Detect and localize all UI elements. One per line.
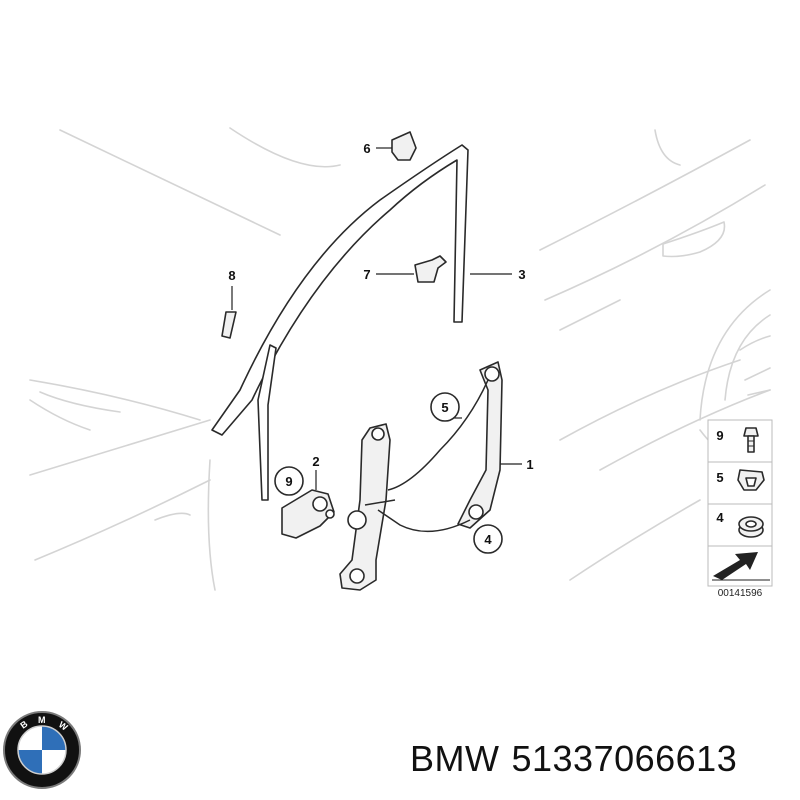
bmw-logo: B M W bbox=[3, 711, 81, 789]
legend-label-5: 5 bbox=[716, 470, 723, 485]
wedge-part-8 bbox=[221, 311, 237, 339]
callout-4: 4 bbox=[484, 532, 492, 547]
bracket-part-7 bbox=[414, 255, 447, 283]
svg-text:M: M bbox=[38, 715, 46, 725]
brand-name: BMW bbox=[410, 738, 500, 779]
callout-labels: 6 7 3 8 1 2 5 4 9 bbox=[228, 141, 534, 554]
window-motor bbox=[281, 489, 335, 539]
part-caption: BMW 51337066613 bbox=[410, 738, 749, 780]
legend-label-9: 9 bbox=[716, 428, 723, 443]
push-rivet-icon bbox=[743, 427, 759, 453]
callout-circle-9 bbox=[274, 466, 304, 496]
callout-5: 5 bbox=[441, 400, 448, 415]
callout-1: 1 bbox=[526, 457, 533, 472]
callout-8: 8 bbox=[228, 268, 235, 283]
callout-6: 6 bbox=[363, 141, 370, 156]
part-number: 51337066613 bbox=[511, 738, 738, 779]
clip-part-6 bbox=[391, 131, 417, 161]
callout-9: 9 bbox=[285, 474, 292, 489]
window-frame-seal bbox=[211, 144, 469, 501]
callout-7: 7 bbox=[363, 267, 370, 282]
callout-3: 3 bbox=[518, 267, 525, 282]
callout-2: 2 bbox=[312, 454, 319, 469]
callout-circle-5 bbox=[430, 392, 460, 422]
diagram-reference-number: 00141596 bbox=[718, 588, 763, 599]
window-regulator bbox=[339, 361, 503, 591]
callout-circle-4 bbox=[473, 524, 503, 554]
fastener-legend: 9 5 4 00141596 bbox=[707, 419, 773, 599]
arrow-icon bbox=[712, 552, 770, 581]
legend-label-4: 4 bbox=[716, 510, 724, 525]
svg-text:B: B bbox=[18, 718, 29, 730]
clip-icon bbox=[737, 469, 765, 491]
grommet-nut-icon bbox=[738, 516, 764, 538]
